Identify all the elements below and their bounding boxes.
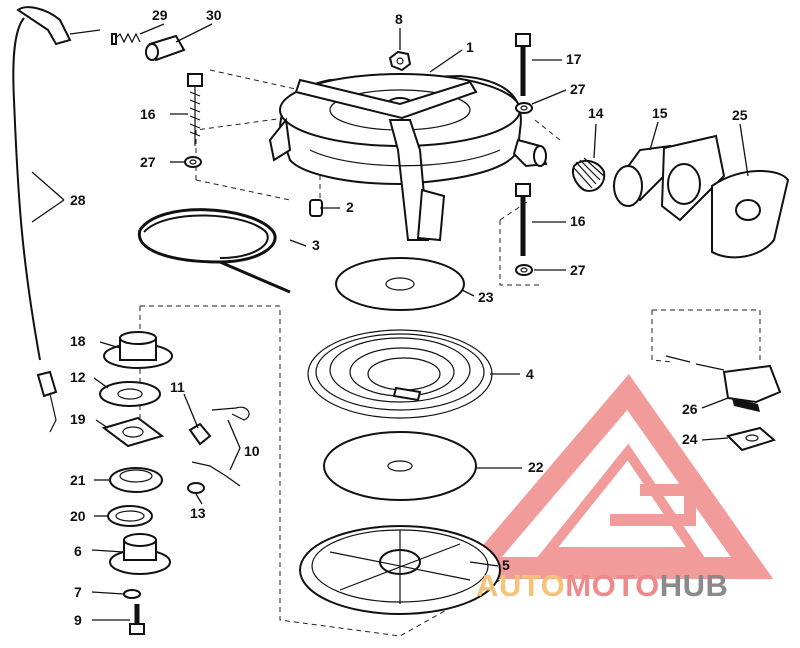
part-19-plate [101,416,165,448]
part-13-washer [187,482,205,494]
part-28-cable [12,6,101,433]
part-27-washer-right [515,264,533,276]
part-30-plunger [145,34,186,62]
callout-12: 12 [70,369,86,385]
part-27-washer-top [515,102,533,114]
callout-15: 15 [652,105,668,121]
part-29-spring [111,32,141,45]
part-22-disk [323,431,477,501]
callout-28: 28 [70,192,86,208]
part-15-elbow [612,134,726,222]
leader-lines [31,23,749,621]
part-12-gasket [99,381,161,407]
part-6-hub [109,533,171,575]
part-10-springs [191,406,250,487]
part-1-housing [268,73,548,242]
part-8-nut [388,50,412,72]
part-21-seal [109,467,163,493]
callout-13: 13 [190,505,206,521]
part-17-bolt [515,33,531,96]
part-7-washer [123,589,141,599]
callout-19: 19 [70,411,86,427]
assembly-guide-lines [139,69,761,637]
callout-10: 10 [244,443,260,459]
callout-9: 9 [74,612,82,628]
callout-27a: 27 [570,81,586,97]
callout-26: 26 [682,401,698,417]
part-4-rewind-spring [307,329,493,419]
callout-24: 24 [682,431,698,447]
callout-27b: 27 [140,154,156,170]
watermark-triangle-outer [454,374,774,579]
watermark-triangle-inner [537,443,705,557]
part-16-bolt-right [515,183,531,256]
part-24-clip [726,426,777,452]
watermark-text: AUTOMOTOHUB [476,568,728,603]
watermark-text-moto: MOTO [565,568,659,603]
part-26-handle [665,355,782,412]
callout-20: 20 [70,508,86,524]
callout-16a: 16 [140,106,156,122]
callout-6: 6 [74,543,82,559]
part-11-pawl [188,422,212,446]
callout-17: 17 [566,51,582,67]
watermark-text-auto: AUTO [476,568,565,603]
callout-8: 8 [395,11,403,27]
part-3-rope [137,208,291,294]
callout-labels: 1 2 3 4 5 6 7 8 9 10 11 12 13 14 15 16 1… [70,7,748,628]
callout-1: 1 [466,39,474,55]
callout-23: 23 [478,289,494,305]
part-20-ring [107,505,153,527]
callout-3: 3 [312,237,320,253]
callout-30: 30 [206,7,222,23]
watermark-text-hub: HUB [660,568,729,603]
callout-4: 4 [526,366,534,382]
watermark-g-shape [610,484,696,526]
callout-11: 11 [170,379,185,395]
part-16-bolt-left [187,73,203,146]
callout-5: 5 [502,557,510,573]
part-25-plate [711,170,790,259]
callout-18: 18 [70,333,86,349]
callout-21: 21 [70,472,86,488]
part-14-spring [572,157,606,192]
part-27-washer-left [184,156,202,168]
part-18-cap [103,331,173,369]
watermark-logo [454,374,774,579]
part-23-disk [335,257,465,311]
part-9-screw [129,604,145,635]
callout-27c: 27 [570,262,586,278]
callout-25: 25 [732,107,748,123]
callout-7: 7 [74,584,82,600]
svg-text:AUTOMOTOHUB: AUTOMOTOHUB [476,568,728,603]
callout-2: 2 [346,199,354,215]
callout-16b: 16 [570,213,586,229]
callout-14: 14 [588,105,604,121]
callout-22: 22 [528,459,544,475]
part-5-pulley [299,525,501,615]
callout-29: 29 [152,7,168,23]
